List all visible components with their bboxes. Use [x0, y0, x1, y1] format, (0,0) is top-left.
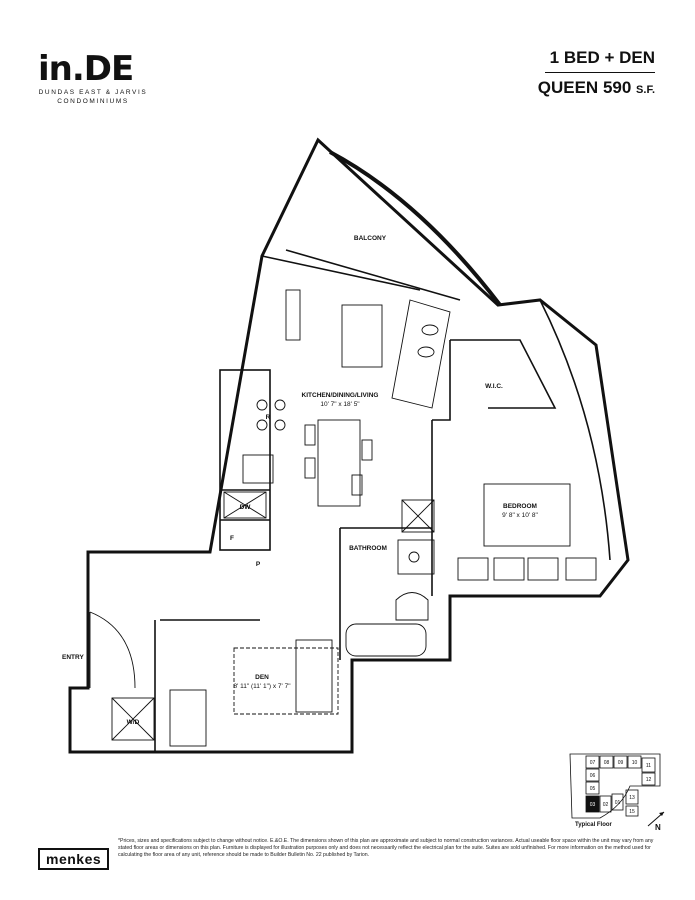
furniture — [89, 289, 597, 747]
logo-line-2: CONDOMINIUMS — [57, 98, 129, 105]
key-plan-unit-01: 01 — [615, 800, 621, 806]
key-plan: 07 08 09 10 11 06 12 05 13 03 02 01 15 N — [569, 753, 665, 832]
bed — [483, 483, 571, 547]
key-plan-unit-15: 15 — [629, 809, 635, 815]
toilet — [395, 592, 429, 621]
tv-unit — [285, 289, 301, 341]
key-plan-unit-13: 13 — [629, 795, 635, 801]
bathroom-label: BATHROOM — [349, 545, 387, 552]
developer-logo: menkes — [38, 848, 110, 870]
key-plan-unit-12: 12 — [646, 777, 652, 783]
project-logo: in.DE DUNDAS EAST & JARVIS CONDOMINIUMS — [38, 52, 148, 106]
shower — [401, 499, 435, 533]
range-label: R — [266, 414, 271, 421]
key-plan-unit-11: 11 — [646, 763, 651, 769]
dw-label: DW — [240, 504, 252, 511]
den-desk — [169, 689, 207, 747]
bathtub — [345, 623, 427, 657]
fridge-label: F — [230, 535, 234, 542]
key-plan-unit-10: 10 — [632, 760, 638, 766]
entry-label: ENTRY — [62, 654, 84, 661]
key-plan-unit-03: 03 — [590, 802, 596, 808]
sofa — [391, 299, 451, 409]
dining-table — [317, 419, 361, 507]
logo-subtitle: DUNDAS EAST & JARVIS CONDOMINIUMS — [38, 88, 148, 106]
kitchen-label: KITCHEN/DINING/LIVING — [302, 392, 379, 399]
unit-size: QUEEN 590 S.F. — [538, 78, 655, 98]
wd-label: W/D — [127, 719, 140, 726]
model-name: QUEEN — [537, 78, 599, 97]
pantry-label: P — [256, 561, 261, 568]
kitchen-appliances — [223, 399, 286, 519]
north-label: N — [655, 823, 661, 832]
bedroom-label: BEDROOM — [503, 503, 537, 510]
unit-type: 1 BED + DEN — [549, 48, 655, 67]
entry-door — [89, 611, 136, 689]
key-plan-unit-05: 05 — [590, 786, 596, 792]
interior-walls — [154, 150, 611, 752]
legal-disclaimer: *Prices, sizes and specifications subjec… — [118, 838, 654, 858]
logo-mark: in.DE — [38, 49, 134, 89]
key-plan-unit-02: 02 — [603, 802, 609, 808]
area-unit: S.F. — [636, 84, 655, 96]
header-divider — [545, 72, 655, 73]
coffee-table — [341, 304, 383, 368]
logo-line-1: DUNDAS EAST & JARVIS — [38, 89, 148, 96]
key-plan-unit-06: 06 — [590, 773, 596, 779]
den-dimensions: 8' 11" (11' 1") x 7' 7" — [233, 683, 291, 690]
exterior-walls — [68, 137, 630, 754]
key-plan-unit-08: 08 — [604, 760, 610, 766]
key-plan-caption: Typical Floor — [575, 822, 612, 828]
sink — [397, 539, 435, 575]
kitchen-dimensions: 10' 7" x 18' 5" — [320, 401, 360, 408]
area-value: 590 — [602, 78, 632, 97]
selected-unit-highlight — [586, 796, 599, 812]
north-arrow: N — [647, 811, 665, 832]
bedroom-dimensions: 9' 8" x 10' 8" — [502, 512, 538, 519]
key-plan-unit-09: 09 — [618, 760, 624, 766]
washer-dryer — [111, 697, 155, 741]
key-plan-unit-07: 07 — [590, 760, 596, 766]
wic-label: W.I.C. — [485, 383, 503, 390]
den-label: DEN — [255, 674, 269, 681]
balcony-label: BALCONY — [354, 235, 387, 242]
den-sofa — [295, 639, 333, 713]
den-area — [233, 647, 339, 715]
